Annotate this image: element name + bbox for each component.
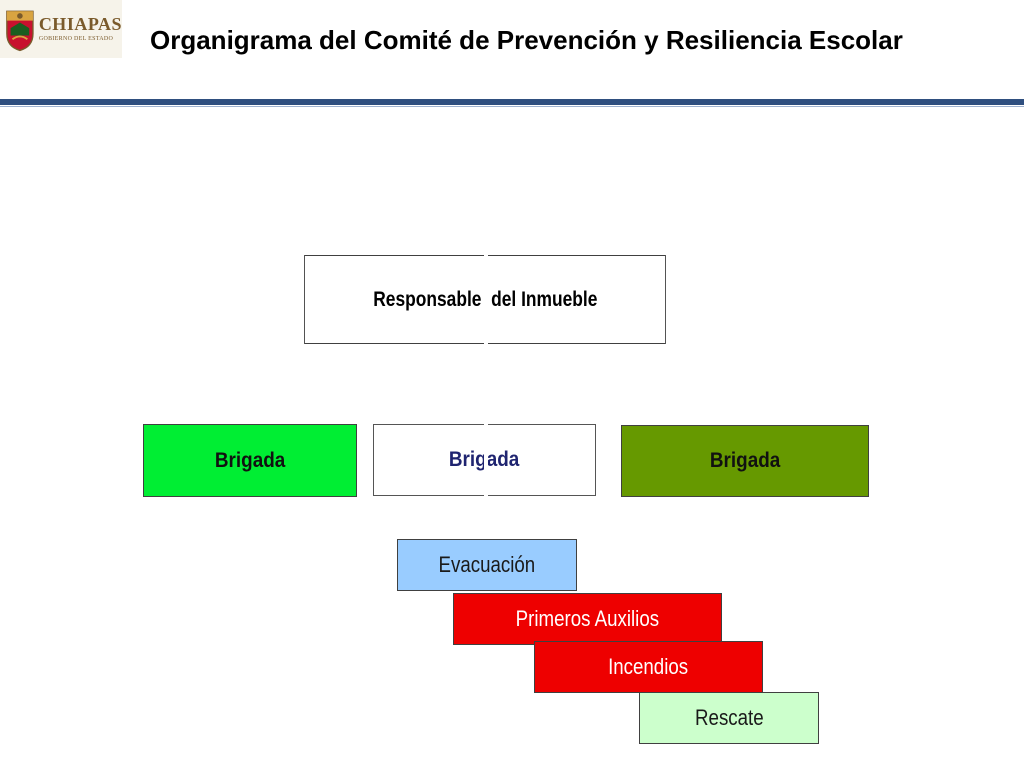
- incendios-box: Incendios: [534, 641, 763, 693]
- incendios-label: Incendios: [608, 654, 689, 679]
- header-rule-thin: [0, 106, 1024, 107]
- brigada-box-1: Brigada: [143, 424, 357, 497]
- brigada-label-3: Brigada: [709, 449, 781, 472]
- connector-gap: [484, 255, 488, 497]
- logo-subtitle: GOBIERNO DEL ESTADO: [38, 36, 114, 42]
- primeros-auxilios-label: Primeros Auxilios: [515, 606, 660, 631]
- responsable-label: Responsable del Inmueble: [372, 287, 598, 311]
- chiapas-logo: CHIAPAS GOBIERNO DEL ESTADO: [0, 0, 122, 58]
- evacuacion-label: Evacuación: [438, 552, 536, 577]
- rescate-label: Rescate: [694, 705, 764, 730]
- brigada-box-3: Brigada: [621, 425, 869, 497]
- brigada-label-1: Brigada: [214, 448, 286, 472]
- evacuacion-box: Evacuación: [397, 539, 577, 591]
- page-title: Organigrama del Comité de Prevención y R…: [150, 25, 903, 55]
- header-rule: [0, 99, 1024, 105]
- coat-of-arms-icon: [6, 10, 34, 52]
- primeros-auxilios-box: Primeros Auxilios: [453, 593, 722, 645]
- logo-name: CHIAPAS: [38, 14, 122, 34]
- rescate-box: Rescate: [639, 692, 819, 744]
